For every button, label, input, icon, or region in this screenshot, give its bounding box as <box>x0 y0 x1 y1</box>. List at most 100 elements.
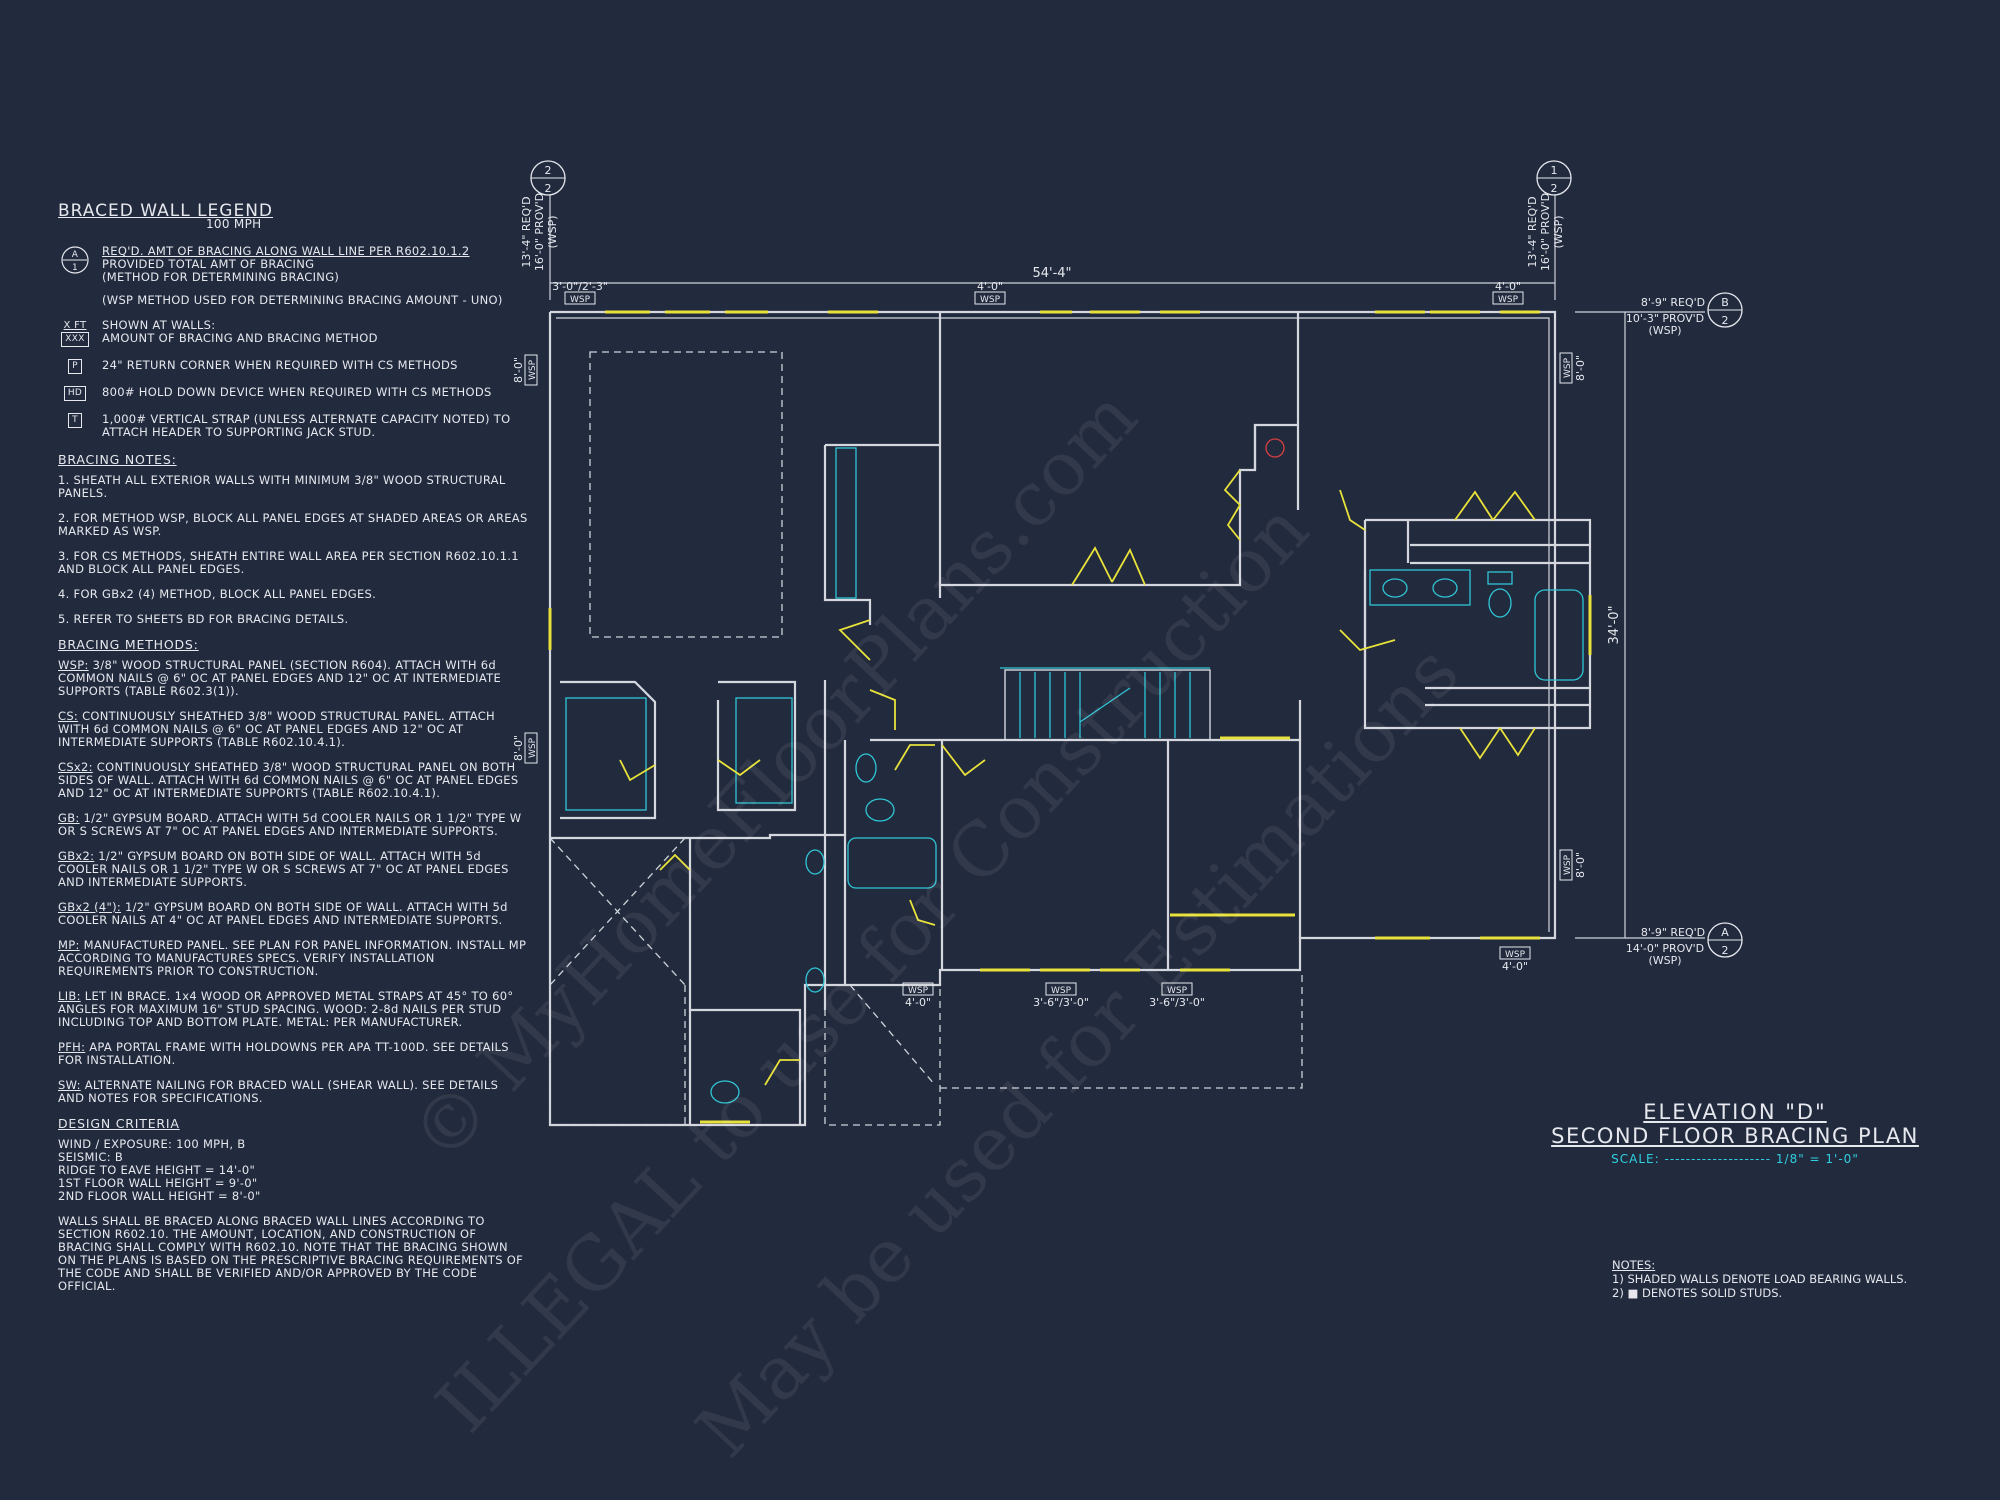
method-text: 1/2" GYPSUM BOARD ON BOTH SIDE OF WALL. … <box>58 849 509 889</box>
wsp-label: WSP <box>1498 295 1519 305</box>
wsp-label: WSP <box>908 986 929 996</box>
door-swing <box>1339 629 1396 652</box>
marker-letter: A <box>1721 926 1729 939</box>
top-left-dim: 3'-0"/2'-3" <box>552 280 608 293</box>
bracing-marker-right-b: B 2 8'-9" REQ'D 10'-3" PROV'D (WSP) <box>1626 292 1743 337</box>
marker-req: 13'-4" REQ'D <box>1526 196 1539 267</box>
vanity <box>1369 569 1471 606</box>
marker-method: (WSP) <box>1648 324 1681 337</box>
plan-notes: NOTES: 1) SHADED WALLS DENOTE LOAD BEARI… <box>1612 1258 1907 1300</box>
criteria-seismic: SEISMIC: B <box>58 1150 124 1164</box>
door-swing <box>869 689 896 730</box>
door-swing <box>1111 547 1146 586</box>
legend-line-2: PROVIDED TOTAL AMT OF BRACING <box>102 257 315 271</box>
bottom-dim-1: 4'-0" <box>905 996 931 1009</box>
legend-line-3: (METHOD FOR DETERMINING BRACING) <box>102 270 340 284</box>
door-swing <box>838 619 871 661</box>
method-key: PFH: <box>58 1040 86 1054</box>
method-text: CONTINUOUSLY SHEATHED 3/8" WOOD STRUCTUR… <box>58 760 519 800</box>
door-swing <box>1499 727 1536 757</box>
criteria-second-floor: 2ND FLOOR WALL HEIGHT = 8'-0" <box>58 1189 261 1203</box>
criteria-first-floor: 1ST FLOOR WALL HEIGHT = 9'-0" <box>58 1176 258 1190</box>
exterior-wall <box>548 310 1557 1127</box>
closet-wall <box>560 680 657 820</box>
door-swing <box>1454 490 1494 521</box>
sink <box>805 849 825 875</box>
symbol-letter: A <box>72 250 79 260</box>
top-mid-dim: 4'-0" <box>977 280 1003 293</box>
title-elevation: ELEVATION "D" <box>1643 1100 1827 1124</box>
method-text: 1/2" GYPSUM BOARD ON BOTH SIDE OF WALL. … <box>58 900 508 927</box>
tub <box>847 837 937 889</box>
marker-prov: 16'-0" PROV'D <box>533 193 546 271</box>
wsp-label: WSP <box>1167 986 1188 996</box>
door-swings <box>619 469 1536 1086</box>
dimension-lines <box>549 195 1705 939</box>
marker-prov: 16'-0" PROV'D <box>1539 193 1552 271</box>
braced-wall-panels <box>548 310 1592 1124</box>
method-sw: SW: ALTERNATE NAILING FOR BRACED WALL (S… <box>58 1079 528 1105</box>
closet-shelf <box>835 447 857 599</box>
door-swing <box>909 899 936 926</box>
overall-width-dim: 54'-4" <box>1032 266 1071 281</box>
roof-below <box>824 985 941 1126</box>
symbol-number: 1 <box>72 263 78 273</box>
interior-wall <box>940 423 1298 587</box>
strap-symbol: T <box>68 413 82 428</box>
left-wall-dim: 8'-0" <box>512 357 525 383</box>
door-swing <box>894 744 935 771</box>
fixtures <box>565 447 1584 1104</box>
toilet-tank <box>1487 571 1513 585</box>
bracing-note-5: 5. REFER TO SHEETS BD FOR BRACING DETAIL… <box>58 612 349 626</box>
attic-outline <box>589 351 783 638</box>
marker-top: 1 <box>1551 164 1558 177</box>
method-text: 3/8" WOOD STRUCTURAL PANEL (SECTION R604… <box>58 658 502 698</box>
roof-below <box>549 985 686 1126</box>
legend-item-strap: T 1,000# VERTICAL STRAP (UNLESS ALTERNAT… <box>58 413 528 439</box>
door-swing <box>717 759 761 777</box>
return-corner-symbol: P <box>68 359 82 374</box>
legend-item-wall-amount: X FT XXX SHOWN AT WALLS: AMOUNT OF BRACI… <box>58 319 528 347</box>
method-text: 1/2" GYPSUM BOARD. ATTACH WITH 5d COOLER… <box>58 811 522 838</box>
bracing-note-1: 1. SHEATH ALL EXTERIOR WALLS WITH MINIMU… <box>58 473 506 500</box>
note-2: 2) ■ DENOTES SOLID STUDS. <box>1612 1286 1783 1300</box>
criteria-paragraph: WALLS SHALL BE BRACED ALONG BRACED WALL … <box>58 1214 524 1293</box>
method-csx2: CSx2: CONTINUOUSLY SHEATHED 3/8" WOOD ST… <box>58 761 528 800</box>
marker-method: (WSP) <box>1552 215 1565 248</box>
wsp-label: WSP <box>1563 854 1573 875</box>
wsp-box <box>1559 352 1573 384</box>
marker-number: 2 <box>1722 314 1729 327</box>
bottom-right-dim: 4'-0" <box>1502 960 1528 973</box>
method-key: GB: <box>58 811 80 825</box>
design-criteria-heading: DESIGN CRITERIA <box>58 1116 180 1131</box>
method-key: GBx2 (4"): <box>58 900 122 914</box>
door-swing <box>1226 504 1241 541</box>
left-wall-tag-upper: 8'-0" WSP <box>512 354 538 386</box>
marker-bottom: 2 <box>545 182 552 195</box>
legend-item-hold-down: HD 800# HOLD DOWN DEVICE WHEN REQUIRED W… <box>58 386 528 401</box>
method-key: CSx2: <box>58 760 93 774</box>
wsp-label: WSP <box>1505 950 1526 960</box>
wsp-box <box>1045 982 1077 996</box>
method-key: WSP: <box>58 658 89 672</box>
door-swing <box>941 744 986 777</box>
method-text: MANUFACTURED PANEL. SEE PLAN FOR PANEL I… <box>58 938 527 978</box>
marker-req: 8'-9" REQ'D <box>1641 926 1705 939</box>
tub <box>1534 589 1584 681</box>
sink <box>1382 578 1408 598</box>
wsp-label: WSP <box>1051 986 1072 996</box>
wsp-box <box>974 291 1006 305</box>
legend-line-4: (WSP METHOD USED FOR DETERMINING BRACING… <box>102 293 503 307</box>
wsp-box <box>902 982 934 996</box>
top-right-dim: 4'-0" <box>1495 280 1521 293</box>
method-gb: GB: 1/2" GYPSUM BOARD. ATTACH WITH 5d CO… <box>58 812 528 838</box>
wsp-box <box>1499 946 1531 960</box>
toilet <box>865 798 895 822</box>
roof-hip <box>849 984 936 1086</box>
bracing-methods-heading: BRACING METHODS: <box>58 637 199 652</box>
wsp-label: WSP <box>528 359 538 380</box>
marker-prov: 14'-0" PROV'D <box>1626 942 1704 955</box>
wall-amount-symbol-top: X FT <box>63 320 87 331</box>
right-wall-dim: 8'-0" <box>1574 852 1587 878</box>
overall-depth-dim: 34'-0" <box>1607 605 1622 644</box>
